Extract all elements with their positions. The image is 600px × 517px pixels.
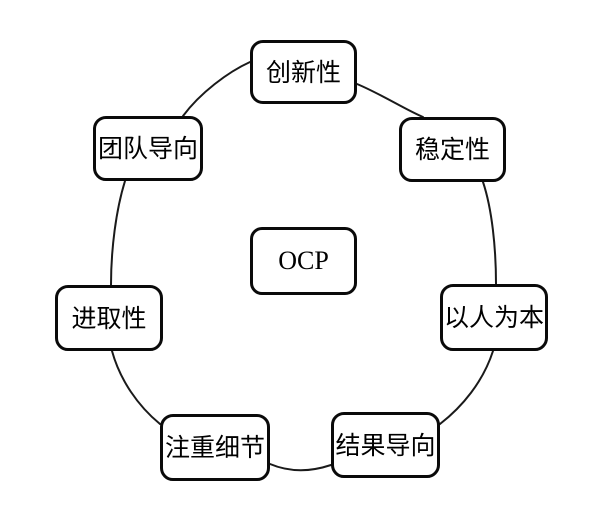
node-aggressiveness[interactable]: 进取性 [55, 285, 163, 351]
node-stability[interactable]: 稳定性 [399, 117, 506, 182]
node-people-oriented[interactable]: 以人为本 [440, 284, 548, 351]
node-outcome-oriented[interactable]: 结果导向 [331, 412, 440, 478]
node-innovation-label: 创新性 [265, 57, 341, 87]
node-outcome-oriented-label: 结果导向 [335, 430, 436, 460]
arc-detail-to-aggressiveness [111, 350, 161, 425]
node-innovation[interactable]: 创新性 [250, 40, 357, 104]
arc-stability-to-people [482, 181, 497, 285]
node-detail-oriented-label: 注重细节 [164, 433, 265, 462]
node-aggressiveness-label: 进取性 [71, 303, 147, 333]
node-ocp-center[interactable]: OCP [250, 227, 357, 295]
arc-innovation-to-stability [356, 83, 424, 118]
node-people-oriented-label: 以人为本 [443, 303, 544, 332]
node-stability-label: 稳定性 [414, 135, 490, 164]
node-team-oriented-label: 团队导向 [97, 134, 198, 163]
arc-team-to-innovation [182, 61, 251, 117]
arc-aggressiveness-to-team [110, 180, 126, 286]
arc-outcome-to-detail [269, 463, 332, 472]
node-team-oriented[interactable]: 团队导向 [93, 116, 203, 181]
arc-people-to-outcome [439, 350, 494, 425]
node-ocp-center-label: OCP [278, 246, 329, 275]
node-detail-oriented[interactable]: 注重细节 [160, 414, 270, 481]
